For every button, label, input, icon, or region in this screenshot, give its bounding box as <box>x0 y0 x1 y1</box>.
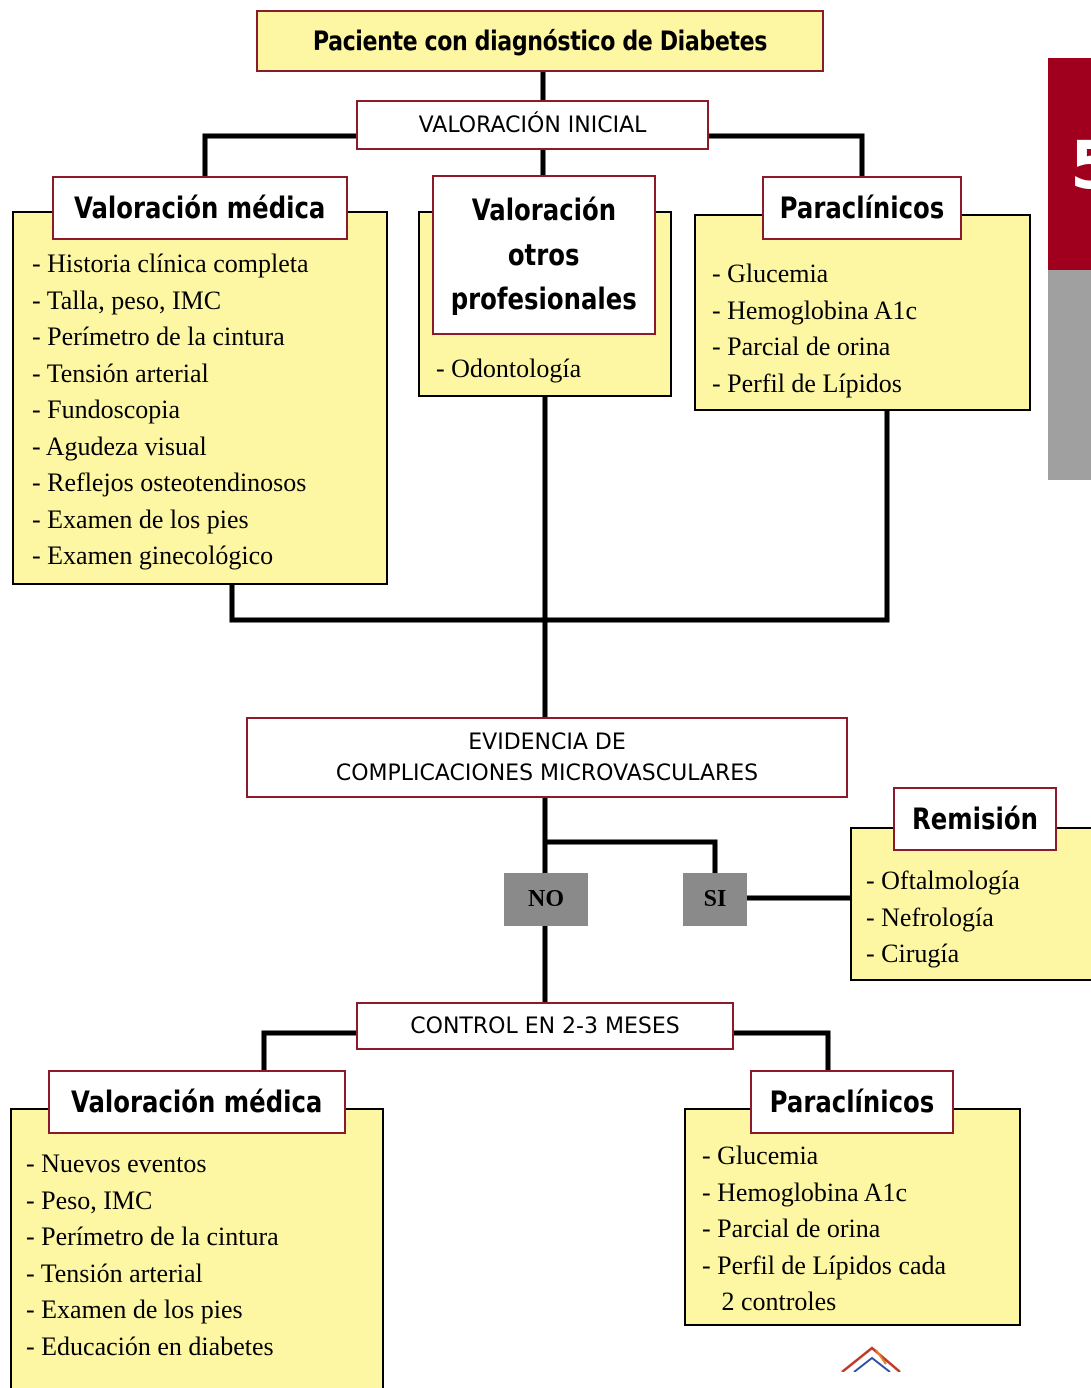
side-tab-number: 5 <box>1070 110 1091 220</box>
paraclinicos-title: Paraclínicos <box>779 190 945 225</box>
valoracion-otros-title-line-1: Valoración <box>471 192 617 227</box>
list-item: - Odontología <box>436 354 582 383</box>
paraclinicos-2-title-box: Paraclínicos <box>750 1070 954 1134</box>
side-tab-bottom <box>1048 270 1091 480</box>
list-item: - Perfil de Lípidos <box>712 368 902 398</box>
list-item: - Examen ginecológico <box>32 541 274 570</box>
list-item: - Examen de los pies <box>32 504 249 534</box>
connector-initial-branches <box>202 133 357 190</box>
list-item: - Cirugía <box>866 939 960 968</box>
valoracion-medica-title-box: Valoración médica <box>52 176 348 240</box>
valoracion-medica-2-panel <box>10 1108 384 1388</box>
title-box: Paciente con diagnóstico de Diabetes <box>256 10 824 72</box>
remision-title: Remisión <box>912 801 1038 836</box>
list-item: - Glucemia <box>712 259 829 288</box>
remision-panel <box>850 827 1091 981</box>
list-item: - Perfil de Lípidos cada <box>702 1250 947 1280</box>
evidencia-line-1: EVIDENCIA DE <box>468 729 626 755</box>
valoracion-inicial-box: VALORACIÓN INICIAL <box>356 100 709 150</box>
list-item: - Educación en diabetes <box>26 1331 274 1361</box>
decision-no-label: NO <box>528 886 564 912</box>
list-item: - Reflejos osteotendinosos <box>32 468 307 497</box>
connector-control-right <box>733 1030 831 1070</box>
valoracion-inicial-label: VALORACIÓN INICIAL <box>418 112 647 138</box>
valoracion-otros-title-box: Valoración otros profesionales <box>432 175 656 335</box>
list-item: - Historia clínica completa <box>32 249 309 278</box>
list-item: - Perímetro de la cintura <box>26 1222 279 1251</box>
list-item: - Tensión arterial <box>32 358 209 388</box>
list-item: - Examen de los pies <box>26 1295 243 1324</box>
valoracion-medica-2-title-box: Valoración médica <box>48 1070 346 1134</box>
paraclinicos-title-box: Paraclínicos <box>762 176 962 240</box>
side-tab-number-text: 5 <box>1070 127 1091 204</box>
connector-control-left <box>261 1030 357 1070</box>
paraclinicos-2-panel <box>684 1108 1021 1326</box>
valoracion-medica-panel <box>12 211 388 585</box>
list-item: - Parcial de orina <box>702 1214 881 1243</box>
evidencia-line-2: COMPLICACIONES MICROVASCULARES <box>335 760 759 786</box>
list-item: - Tensión arterial <box>26 1258 203 1288</box>
paraclinicos-list: - Glucemia - Hemoglobina A1c - Parcial d… <box>712 256 917 402</box>
control-box: CONTROL EN 2-3 MESES <box>356 1002 734 1050</box>
logo-fragment <box>841 1346 901 1372</box>
list-item: - Talla, peso, IMC <box>32 285 222 315</box>
connector-to-si <box>545 839 718 873</box>
valoracion-medica-list: - Historia clínica completa - Talla, pes… <box>32 246 309 575</box>
remision-title-box: Remisión <box>893 787 1057 851</box>
valoracion-otros-title-line-3: profesionales <box>450 282 638 317</box>
diagram-title: Paciente con diagnóstico de Diabetes <box>312 25 768 57</box>
decision-no: NO <box>504 873 588 926</box>
list-item: - Parcial de orina <box>712 332 891 361</box>
decision-si-label: SI <box>703 886 727 912</box>
remision-list: - Oftalmología - Nefrología - Cirugía <box>866 863 1020 973</box>
list-item: - Perímetro de la cintura <box>32 322 285 351</box>
list-item: 2 controles <box>702 1287 837 1316</box>
control-label: CONTROL EN 2-3 MESES <box>410 1013 680 1039</box>
side-tab-top <box>1048 58 1091 270</box>
list-item: - Agudeza visual <box>32 431 207 461</box>
list-item: - Nefrología <box>866 902 994 932</box>
list-item: - Oftalmología <box>866 866 1020 895</box>
list-item: - Fundoscopia <box>32 395 181 424</box>
valoracion-medica-2-list: - Nuevos eventos - Peso, IMC - Perímetro… <box>26 1146 279 1365</box>
evidencia-box: EVIDENCIA DE COMPLICACIONES MICROVASCULA… <box>246 717 848 798</box>
paraclinicos-2-list: - Glucemia - Hemoglobina A1c - Parcial d… <box>702 1138 946 1321</box>
valoracion-medica-2-title: Valoración médica <box>71 1084 323 1119</box>
list-item: - Nuevos eventos <box>26 1149 207 1178</box>
connector-merge-right <box>543 411 890 623</box>
valoracion-otros-list: - Odontología <box>436 351 581 388</box>
list-item: - Hemoglobina A1c <box>702 1177 908 1207</box>
list-item: - Peso, IMC <box>26 1185 153 1215</box>
list-item: - Hemoglobina A1c <box>712 295 918 325</box>
connector-merge-left <box>229 585 543 623</box>
valoracion-otros-title-line-2: otros <box>508 237 580 272</box>
list-item: - Glucemia <box>702 1141 819 1170</box>
decision-si: SI <box>683 873 747 926</box>
paraclinicos-2-title: Paraclínicos <box>769 1084 935 1119</box>
connector-initial-branch-right <box>708 133 865 178</box>
valoracion-medica-title: Valoración médica <box>74 190 326 225</box>
